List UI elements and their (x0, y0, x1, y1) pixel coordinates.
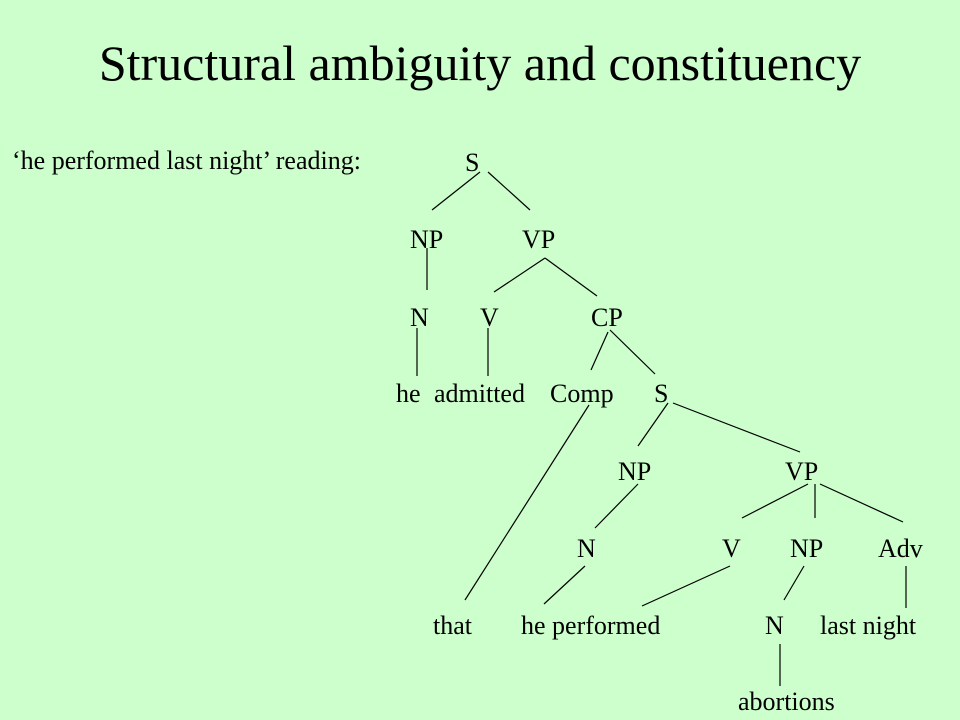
node-s-top: S (465, 148, 479, 177)
branch-s-vp2 (672, 402, 801, 453)
node-vp2: VP (785, 457, 818, 486)
branch-vp-cp (544, 257, 598, 297)
leaf-admitted: admitted (434, 379, 525, 408)
node-adv: Adv (878, 534, 923, 563)
node-s: S (654, 379, 668, 408)
branch-vp2-adv (819, 483, 904, 523)
leaf-that: that (433, 611, 473, 640)
branch-np3-n (783, 565, 805, 601)
leaf-last-night: last night (820, 611, 917, 640)
node-v: V (480, 303, 499, 332)
leaf-he-performed: he performed (521, 611, 660, 640)
node-cp: CP (591, 303, 623, 332)
node-n2: N (577, 534, 596, 563)
node-np3: NP (790, 534, 823, 563)
node-n3: N (765, 611, 784, 640)
branch-np2-n (594, 483, 639, 529)
branch-s-np (431, 171, 481, 211)
branch-n-heperformed (543, 565, 586, 605)
leaf-he: he (396, 379, 421, 408)
node-np2: NP (618, 457, 651, 486)
branch-s-vp (487, 171, 531, 211)
reading-label: ‘he performed last night’ reading: (12, 146, 361, 175)
branch-vp-v (493, 257, 546, 293)
node-vp: VP (522, 225, 555, 254)
branch-cp-comp (590, 331, 609, 371)
branch-v-heperformed (641, 565, 731, 607)
node-n: N (410, 303, 429, 332)
node-comp: Comp (550, 379, 614, 408)
leaf-abortions: abortions (738, 687, 835, 716)
node-np: NP (410, 225, 443, 254)
branch-vp2-v (741, 483, 809, 519)
slide-title: Structural ambiguity and constituency (98, 35, 862, 91)
branch-cp-s (609, 329, 656, 375)
node-v2: V (722, 534, 741, 563)
branch-comp-that (464, 404, 590, 601)
branch-s-np2 (637, 402, 669, 447)
